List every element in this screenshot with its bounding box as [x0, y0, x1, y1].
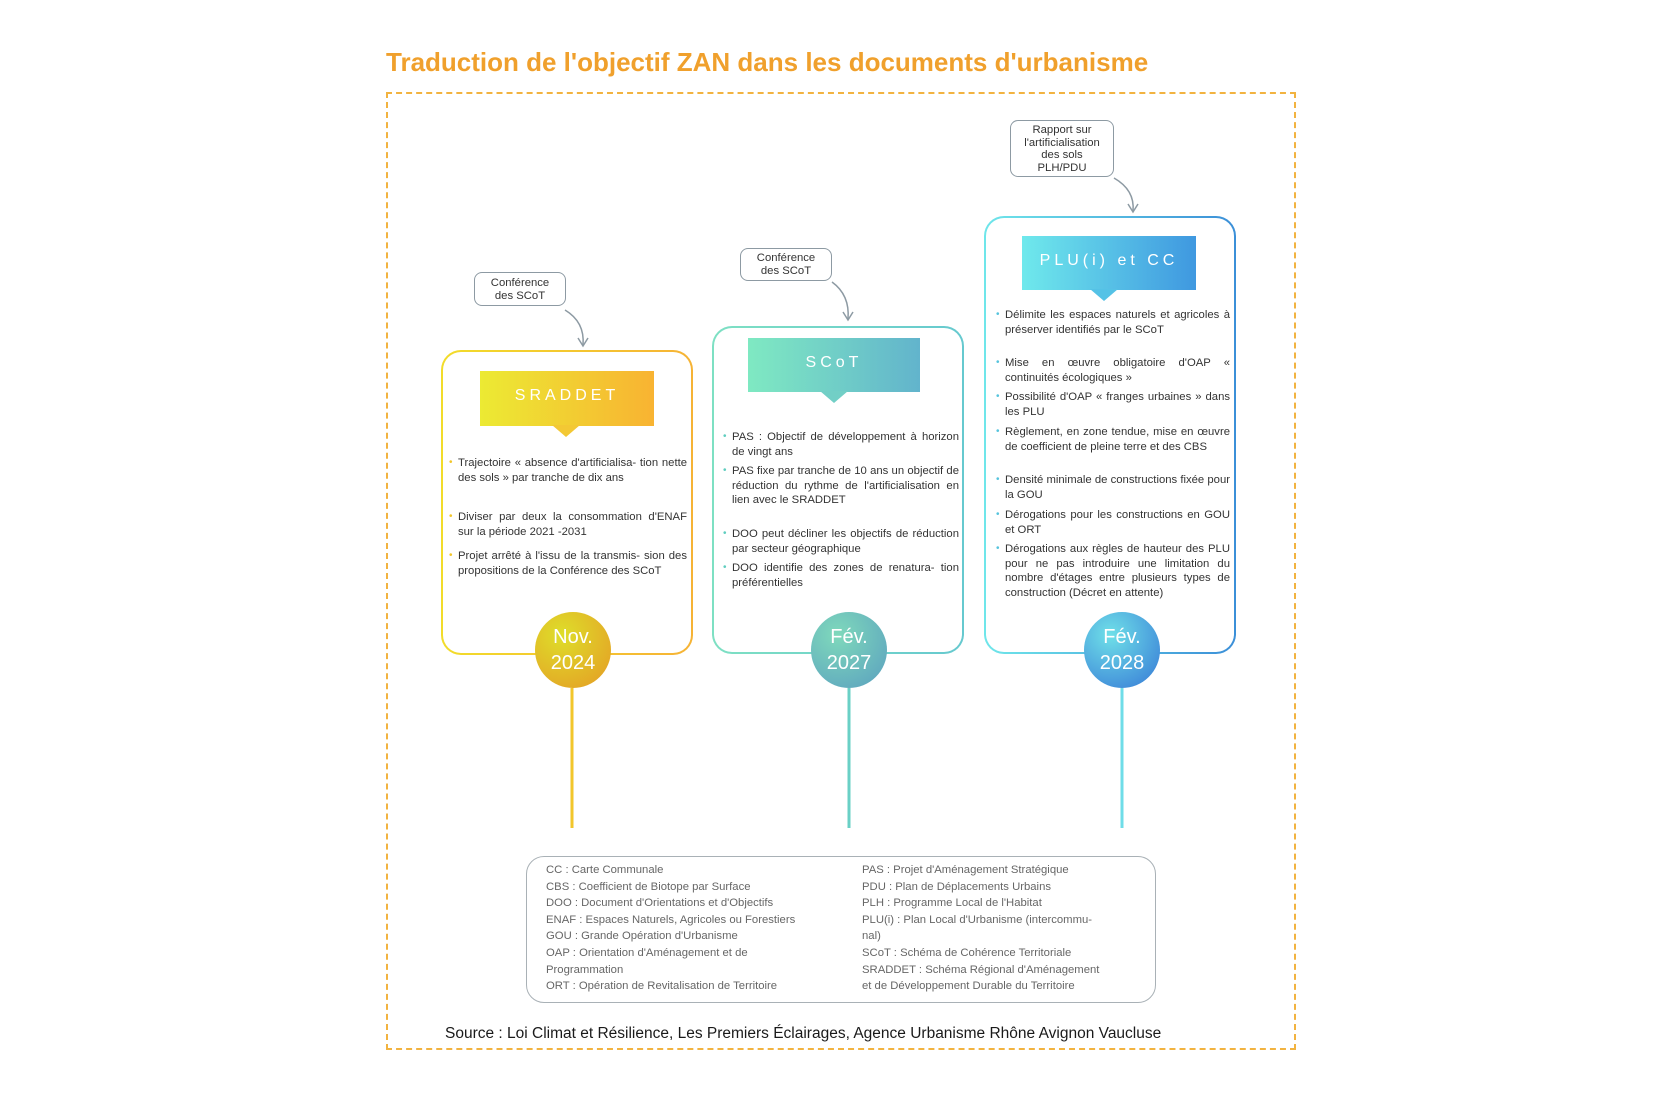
- list-item: Trajectoire « absence d'artificialisa- t…: [449, 456, 687, 485]
- date-month: Fév.: [1103, 626, 1141, 648]
- glossary-entry: CC : Carte Communale: [546, 864, 664, 876]
- callout-conference-scot-1: Conférence des SCoT: [474, 272, 566, 306]
- glossary-entry: DOO : Document d'Orientations et d'Objec…: [546, 897, 774, 910]
- callout-line: l'artificialisation: [1024, 136, 1100, 149]
- arrow-head-3: [1127, 203, 1139, 214]
- list-item: Diviser par deux la consommation d'ENAF …: [449, 510, 687, 539]
- glossary-entry: ENAF : Espaces Naturels, Agricoles ou Fo…: [546, 913, 796, 926]
- list-item: Délimite les espaces naturels et agricol…: [996, 308, 1230, 337]
- callout-line: des SCoT: [760, 264, 812, 277]
- list-item: Densité minimale de constructions fixée …: [996, 473, 1230, 502]
- glossary-entry: SCoT : Schéma de Cohérence Territoriale: [862, 946, 1072, 959]
- list-item: Projet arrêté à l'issu de la transmis- s…: [449, 549, 687, 578]
- glossary-entry: OAP : Orientation d'Aménagement et de: [546, 946, 748, 959]
- list-item: Dérogations aux règles de hauteur des PL…: [996, 542, 1230, 600]
- list-item: Mise en œuvre obligatoire d'OAP « contin…: [996, 356, 1230, 385]
- glossary-legend: CC : Carte Communale CBS : Coefficient d…: [526, 856, 1156, 1003]
- list-item: DOO peut décliner les objectifs de réduc…: [723, 527, 959, 556]
- glossary-entry: nal): [862, 930, 881, 943]
- glossary-left-column: CC : Carte Communale CBS : Coefficient d…: [546, 862, 836, 995]
- list-item: DOO identifie des zones de renatura- tio…: [723, 561, 959, 590]
- callout-line: Conférence: [490, 277, 550, 289]
- glossary-entry: PLU(i) : Plan Local d'Urbanisme (interco…: [862, 913, 1093, 926]
- arrow-bubble-3: [1113, 177, 1134, 212]
- list-item: Possibilité d'OAP « franges urbaines » d…: [996, 390, 1230, 419]
- callout-conference-scot-2: Conférence des SCoT: [740, 248, 832, 281]
- stage-banner-sraddet: SRADDET: [480, 371, 654, 437]
- page-title: Traduction de l'objectif ZAN dans les do…: [386, 47, 1149, 77]
- callout-line: PLH/PDU: [1037, 161, 1087, 174]
- glossary-entry: et de Développement Durable du Territoir…: [862, 980, 1075, 993]
- glossary-entry: SRADDET : Schéma Régional d'Aménagement: [862, 963, 1100, 976]
- source-caption: Source : Loi Climat et Résilience, Les P…: [445, 1025, 1162, 1042]
- callout-rapport-artificialisation: Rapport sur l'artificialisation des sols…: [1010, 120, 1114, 177]
- glossary-entry: CBS : Coefficient de Biotope par Surface: [546, 880, 751, 893]
- glossary-entry: GOU : Grande Opération d'Urbanisme: [546, 930, 738, 943]
- list-item: Dérogations pour les constructions en GO…: [996, 508, 1230, 537]
- date-badge-scot: Fév. 2027: [811, 612, 887, 688]
- glossary-right-column: PAS : Projet d'Aménagement Stratégique P…: [862, 862, 1137, 995]
- callout-line: Rapport sur: [1032, 124, 1092, 136]
- stage-banner-scot: SCoT: [748, 338, 920, 403]
- date-month: Fév.: [830, 626, 868, 648]
- date-year: 2024: [550, 652, 596, 674]
- dashed-frame: [386, 92, 1296, 1050]
- arrow-head-1: [577, 337, 589, 348]
- callout-line: Conférence: [756, 252, 816, 264]
- date-badge-plui: Fév. 2028: [1084, 612, 1160, 688]
- date-badge-sraddet: Nov. 2024: [535, 612, 611, 688]
- arrow-bubble-2: [831, 281, 849, 320]
- callout-line: des sols: [1041, 149, 1083, 161]
- glossary-entry: PDU : Plan de Déplacements Urbains: [862, 880, 1051, 893]
- list-item: Règlement, en zone tendue, mise en œuvre…: [996, 425, 1230, 454]
- list-item: PAS fixe par tranche de 10 ans un object…: [723, 464, 959, 508]
- stage-banner-plui: PLU(i) et CC: [1022, 236, 1196, 301]
- list-item: PAS : Objectif de développement à horizo…: [723, 430, 959, 459]
- date-year: 2027: [826, 652, 872, 674]
- glossary-entry: PAS : Projet d'Aménagement Stratégique: [862, 864, 1069, 876]
- date-month: Nov.: [553, 626, 593, 648]
- glossary-entry: Programmation: [546, 963, 624, 976]
- glossary-entry: PLH : Programme Local de l'Habitat: [862, 897, 1042, 910]
- arrow-head-2: [842, 311, 854, 322]
- glossary-entry: ORT : Opération de Revitalisation de Ter…: [546, 980, 778, 993]
- date-year: 2028: [1099, 652, 1145, 674]
- arrow-bubble-1: [564, 309, 584, 346]
- callout-line: des SCoT: [494, 289, 546, 302]
